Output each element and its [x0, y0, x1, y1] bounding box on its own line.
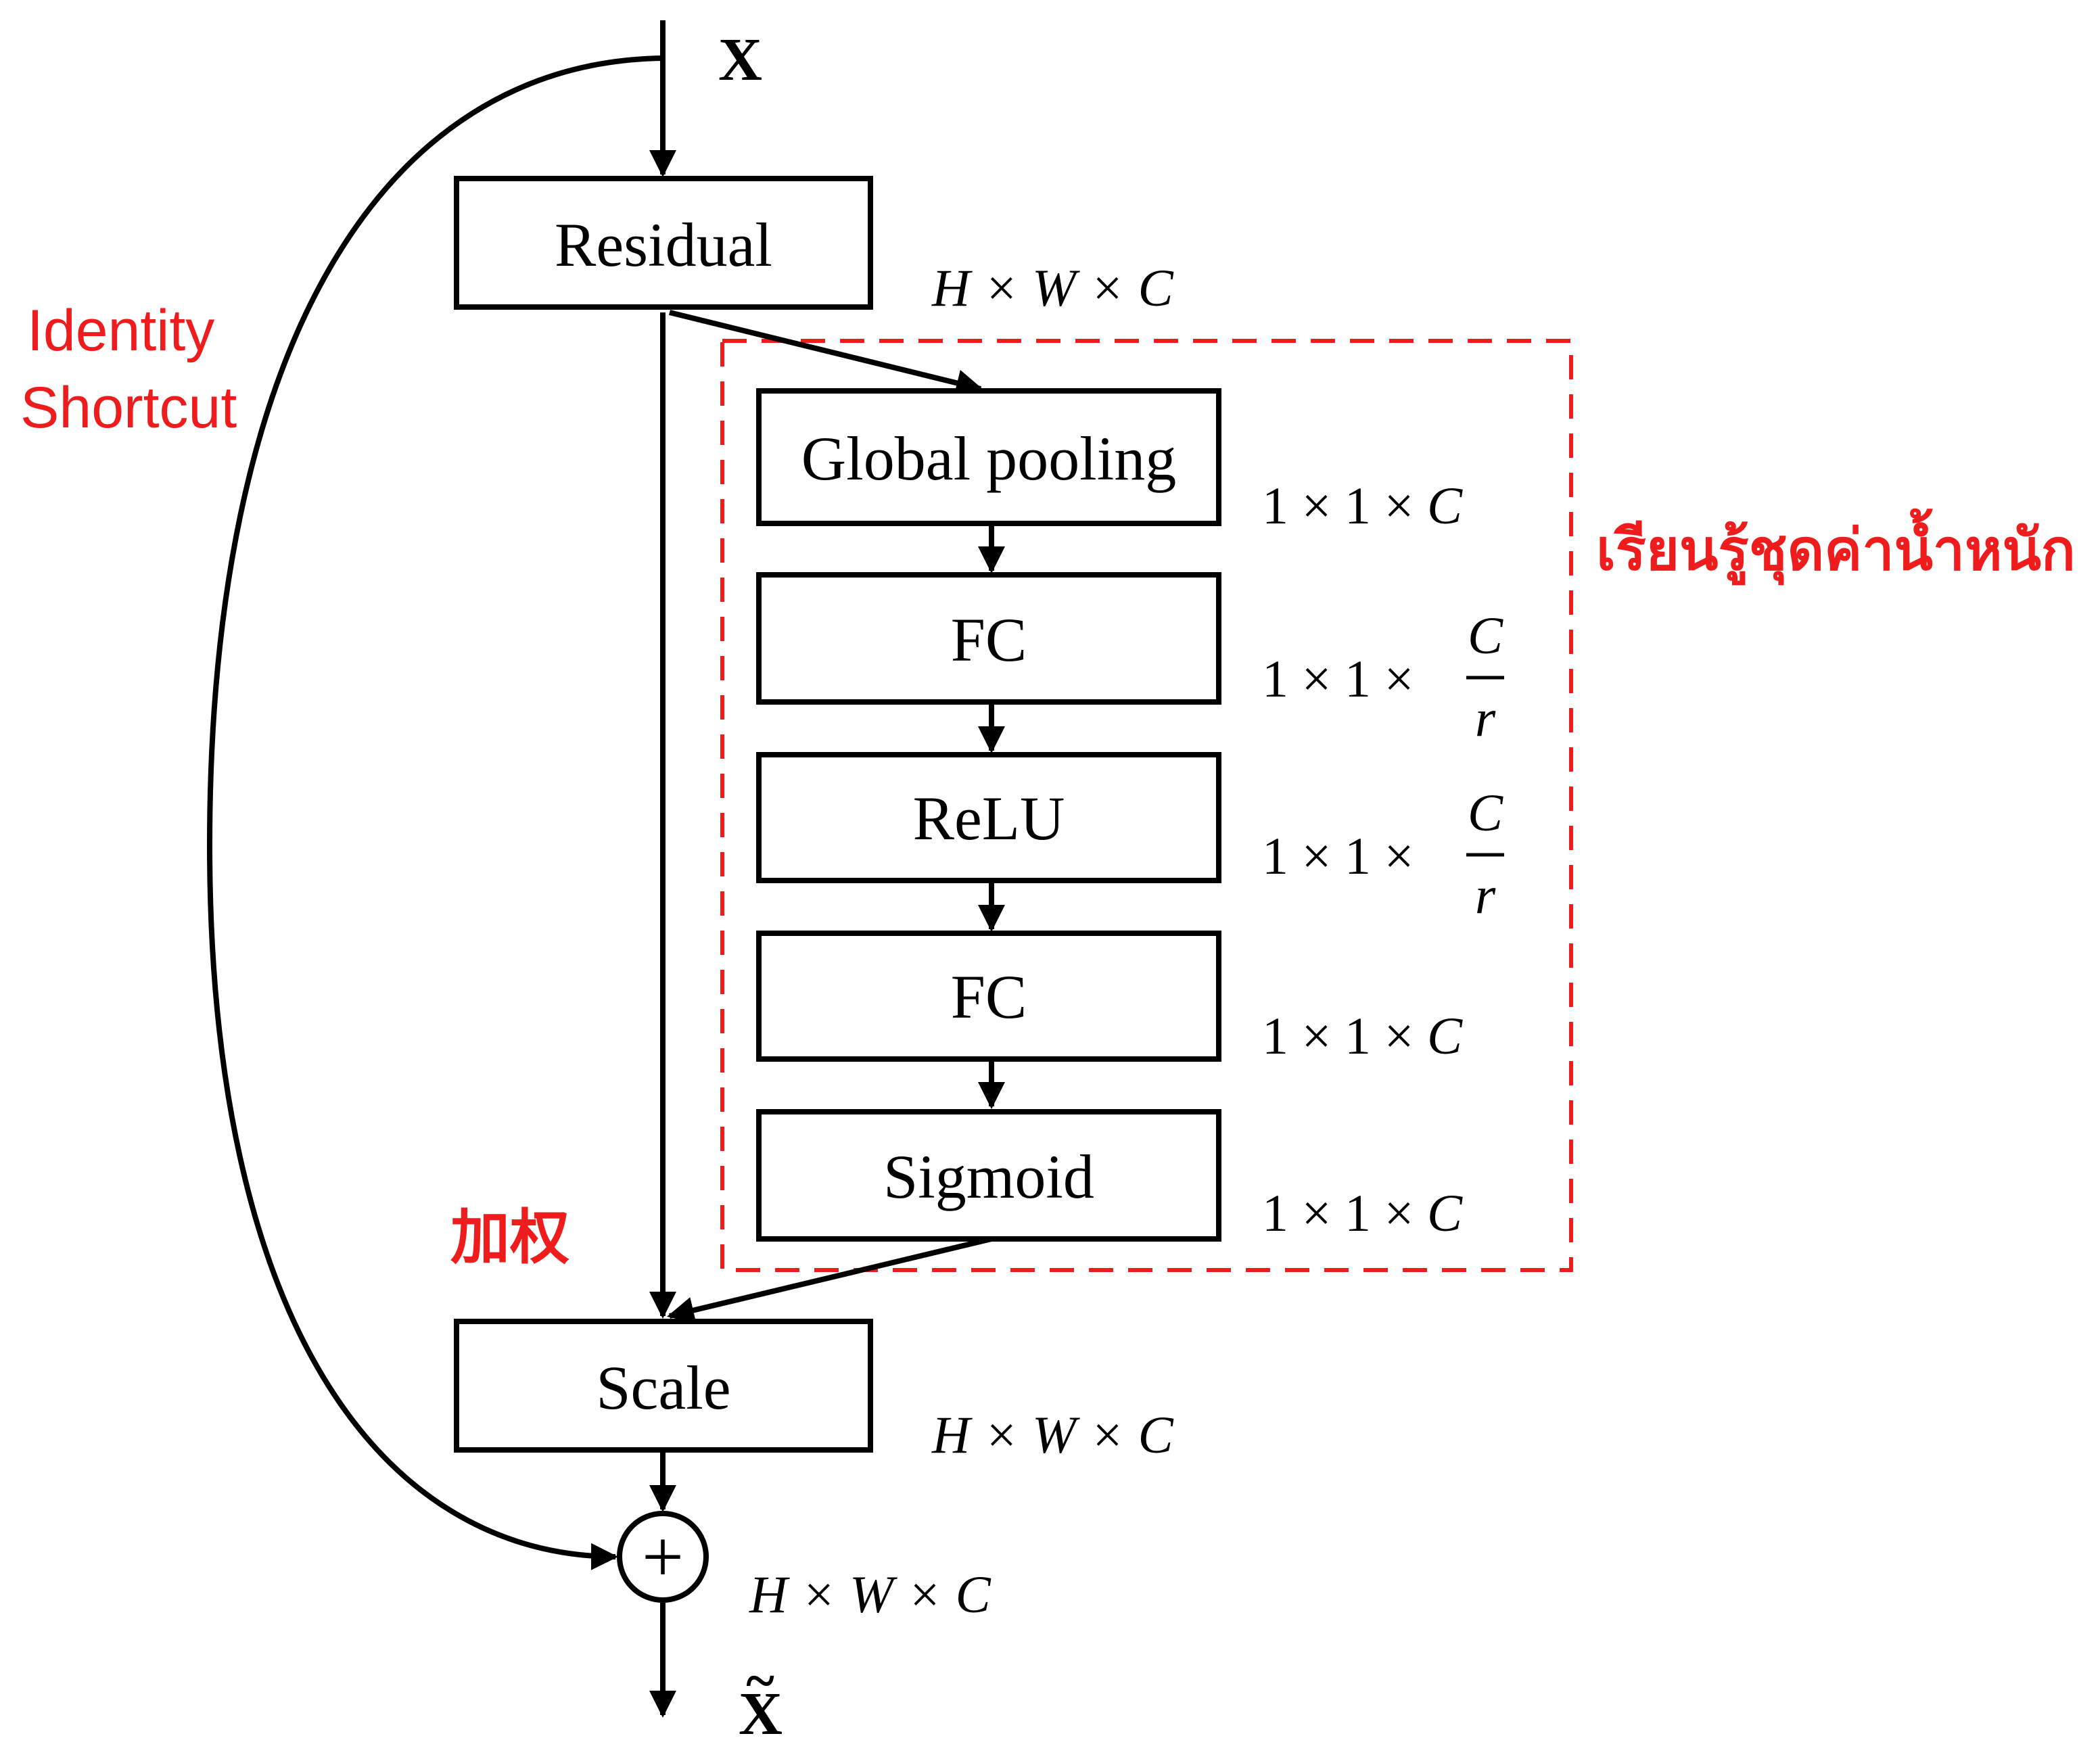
- edge-sigmoid-to-scale: [667, 1236, 992, 1324]
- dim-relu-numerator: C: [1468, 783, 1503, 842]
- identity-shortcut-label-line2: Shortcut: [20, 375, 237, 440]
- learn-weights-label: เรียนรู้ชุดค่าน้ำหนัก: [1596, 508, 2076, 586]
- dim-relu-prefix: 1 × 1 ×: [1262, 826, 1414, 885]
- plus-symbol: +: [642, 1516, 684, 1598]
- scale-block: [454, 1319, 873, 1453]
- input-label: X: [718, 26, 762, 93]
- dim-pooling: 1 × 1 × C: [1262, 476, 1463, 535]
- dim-sigmoid-c: C: [1427, 1183, 1463, 1242]
- identity-shortcut-label-line1: Identity: [27, 298, 214, 363]
- global-pooling-label: Global pooling: [801, 424, 1177, 493]
- dim-pooling-c: C: [1427, 476, 1463, 535]
- dim-sigmoid: 1 × 1 × C: [1262, 1183, 1463, 1242]
- relu-block: [756, 752, 1221, 883]
- dim-sigmoid-prefix: 1 × 1 ×: [1262, 1183, 1427, 1242]
- dim-fc2-c: C: [1427, 1006, 1463, 1065]
- relu-label: ReLU: [913, 784, 1065, 853]
- scale-label: Scale: [596, 1353, 730, 1422]
- output-tilde: ~: [746, 1651, 774, 1711]
- fc1-block: [756, 572, 1221, 705]
- sigmoid-label: Sigmoid: [883, 1142, 1094, 1211]
- excitation-group-box: [720, 339, 1573, 1272]
- dim-fc1-denominator: r: [1475, 688, 1496, 747]
- dim-fc2-prefix: 1 × 1 ×: [1262, 1006, 1427, 1065]
- fc2-block: [756, 931, 1221, 1062]
- weighting-label: 加权: [450, 1204, 569, 1271]
- residual-label: Residual: [555, 210, 772, 279]
- sigmoid-block: [756, 1109, 1221, 1242]
- residual-block: [454, 176, 873, 310]
- dim-residual: H × W × C: [931, 258, 1174, 317]
- dim-scale: H × W × C: [931, 1405, 1174, 1464]
- edge-residual-to-global-pooling: [669, 310, 983, 396]
- dim-fc2: 1 × 1 × C: [1262, 1006, 1463, 1065]
- dim-sum: H × W × C: [749, 1565, 991, 1624]
- sum-node: [617, 1511, 709, 1603]
- edge-identity-shortcut: [206, 55, 663, 1570]
- dim-relu-denominator: r: [1475, 866, 1496, 924]
- global-pooling-block: [756, 388, 1221, 526]
- dim-fc1-prefix: 1 × 1 ×: [1262, 649, 1414, 708]
- output-label: X: [739, 1681, 783, 1747]
- fc1-label: FC: [951, 605, 1027, 674]
- dim-fc1-numerator: C: [1468, 606, 1503, 665]
- fc2-label: FC: [951, 962, 1027, 1031]
- dim-pooling-prefix: 1 × 1 ×: [1262, 476, 1427, 535]
